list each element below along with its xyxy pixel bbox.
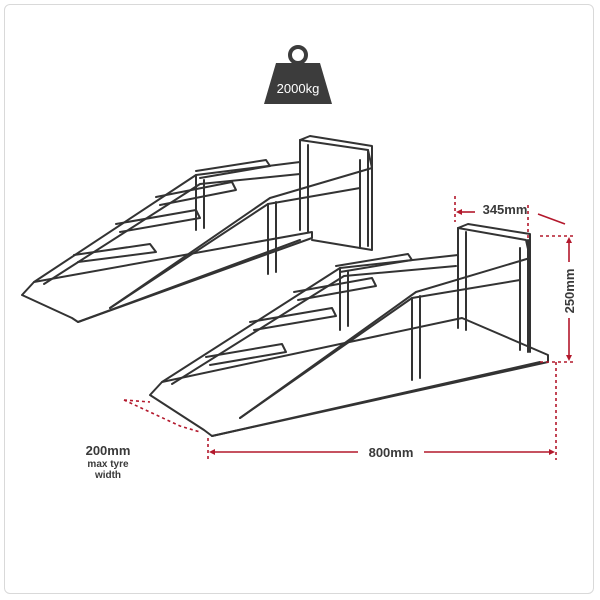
length-label: 800mm <box>369 445 414 460</box>
tyre-width-value: 200mm <box>86 443 131 458</box>
depth-label: 345mm <box>483 202 528 217</box>
dimension-arrows <box>209 209 572 455</box>
front-ramp <box>149 223 549 437</box>
weight-icon <box>264 45 332 104</box>
tyre-width-note-line1: max tyre <box>87 459 129 470</box>
tyre-width-note-line2: width <box>94 470 121 481</box>
weight-badge: 2000kg <box>264 45 332 104</box>
image-frame <box>4 4 594 594</box>
back-ramp <box>21 135 373 323</box>
height-label: 250mm <box>562 269 577 314</box>
dimension-lines <box>123 196 575 460</box>
weight-label: 2000kg <box>277 81 320 96</box>
